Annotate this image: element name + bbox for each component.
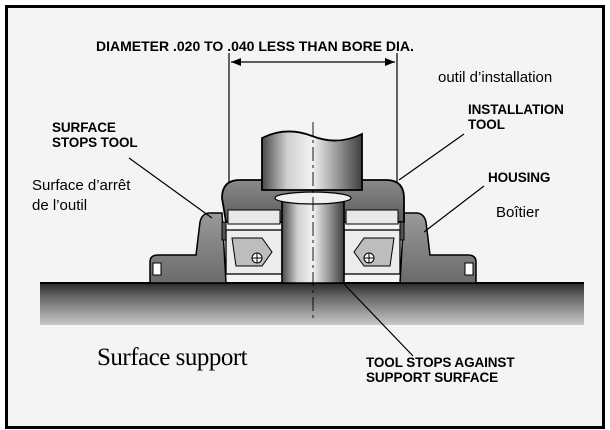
bolt-hole-right bbox=[464, 262, 474, 276]
housing-label: HOUSING bbox=[488, 170, 551, 185]
installation-tool-label-fr: outil d’installation bbox=[438, 69, 553, 86]
support-surface-label-1: TOOL STOPS AGAINST bbox=[366, 355, 515, 370]
installation-tool-pocket-left bbox=[227, 209, 281, 225]
installation-tool-skirt-right bbox=[399, 221, 405, 241]
installation-tool-skirt-left bbox=[221, 221, 227, 241]
leader-lines bbox=[128, 133, 485, 357]
dimension-arrow-left bbox=[231, 58, 241, 66]
dimension-lines bbox=[228, 53, 398, 185]
seal-right bbox=[343, 229, 401, 275]
bolt-hole-left bbox=[152, 262, 162, 276]
seal-left bbox=[225, 229, 283, 275]
housing-left bbox=[149, 212, 227, 284]
surface-stops-tool-label-1: SURFACE bbox=[52, 120, 116, 135]
support-surface bbox=[40, 283, 584, 325]
installation-tool-label-1: INSTALLATION bbox=[468, 102, 564, 117]
installation-tool-pocket-right bbox=[345, 209, 399, 225]
installation-tool-label-2: TOOL bbox=[468, 117, 505, 132]
housing-right bbox=[399, 212, 477, 284]
dimension-arrow-right bbox=[385, 58, 395, 66]
housing-label-fr: Boîtier bbox=[496, 204, 540, 221]
surface-stops-tool-label-2: STOPS TOOL bbox=[52, 135, 138, 150]
support-surface-label-2: SUPPORT SURFACE bbox=[366, 370, 499, 385]
surface-stops-tool-label-fr-1: Surface d’arrêt bbox=[32, 177, 131, 194]
dimension-note: DIAMETER .020 TO .040 LESS THAN BORE DIA… bbox=[96, 38, 414, 54]
installation-tool-handle bbox=[261, 130, 363, 191]
surface-stops-tool-label-fr-2: de l’outil bbox=[32, 197, 88, 214]
support-surface-label-fr: Surface support bbox=[97, 344, 248, 371]
